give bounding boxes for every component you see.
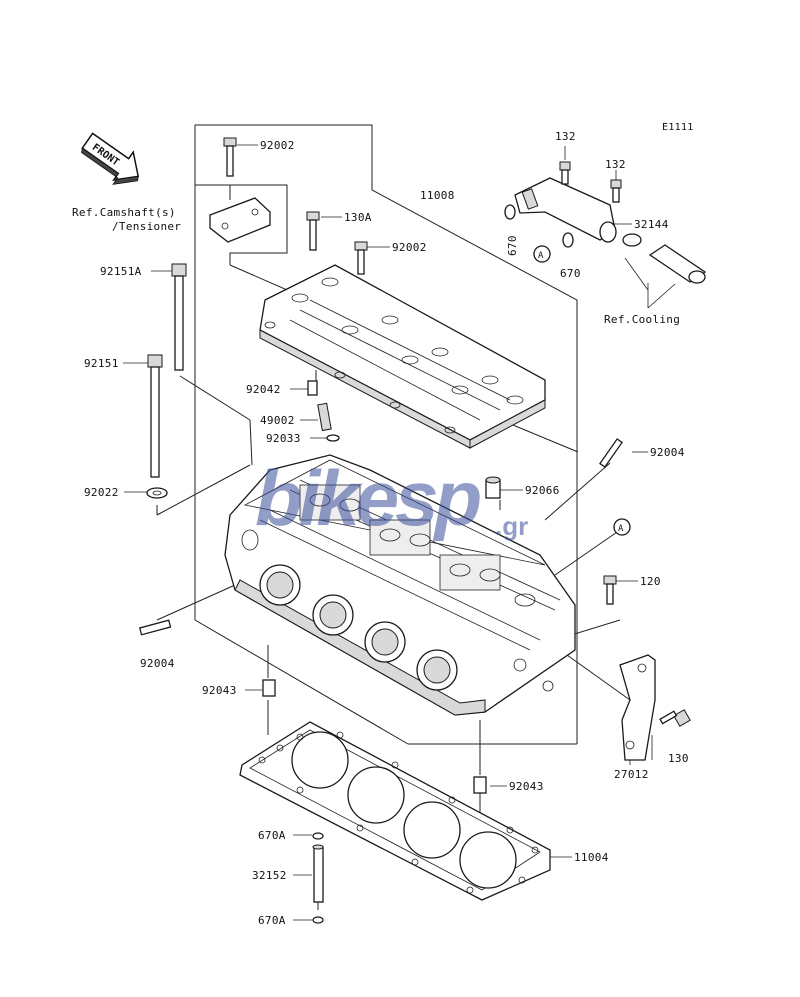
dowel-92042: [307, 380, 318, 396]
dowel-92043-right: [473, 776, 487, 794]
front-arrow-icon: FRONT: [81, 132, 140, 185]
label-92043-left: 92043: [202, 684, 237, 697]
plug-49002: [317, 402, 332, 432]
label-120: 120: [640, 575, 661, 588]
stud-92004-right: [599, 438, 623, 468]
bolt-130: [659, 709, 691, 727]
label-92042: 92042: [246, 383, 281, 396]
label-32152: 32152: [252, 869, 287, 882]
bolt-92002-mid: [354, 241, 368, 275]
oring-670-a: [504, 204, 516, 220]
label-130a: 130A: [344, 211, 372, 224]
bolt-132-a: [559, 161, 571, 185]
ref-camshaft: Ref.Camshaft(s): [72, 206, 176, 219]
bolt-130a: [306, 211, 320, 251]
bracket-27012: [619, 654, 656, 761]
label-670a-top: 670A: [258, 829, 286, 842]
stud-92004-left: [138, 619, 172, 636]
cylinder-head: [224, 454, 576, 716]
oring-670a-top: [312, 832, 324, 840]
exhaust-ports: [259, 564, 458, 691]
label-130: 130: [668, 752, 689, 765]
marker-a-upper-label: A: [538, 251, 544, 261]
head-gasket-11004: [239, 721, 551, 901]
stud-92151: [147, 354, 163, 478]
part-labels: 92002 11008 132 132 32144 670 670 130A 9…: [84, 130, 689, 927]
ref-tensioner: /Tensioner: [112, 220, 181, 233]
label-11004: 11004: [574, 851, 609, 864]
water-fitting-32144: [514, 177, 642, 247]
dowel-92043-left: [262, 679, 276, 697]
washer-92022: [146, 487, 168, 499]
camshaft-tensioner-bracket: [209, 197, 271, 243]
label-670-a: 670: [506, 235, 519, 256]
label-132-a: 132: [555, 130, 576, 143]
label-92043-right: 92043: [509, 780, 544, 793]
label-92151a: 92151A: [100, 265, 142, 278]
label-132-b: 132: [605, 158, 626, 171]
cooling-hose: [648, 244, 707, 284]
label-92066: 92066: [525, 484, 560, 497]
bolt-120: [603, 575, 617, 605]
label-27012: 27012: [614, 768, 649, 781]
label-11008: 11008: [420, 189, 455, 202]
label-92002-mid: 92002: [392, 241, 427, 254]
label-92033: 92033: [266, 432, 301, 445]
label-92022: 92022: [84, 486, 119, 499]
stud-92151a: [171, 263, 187, 371]
label-49002: 49002: [260, 414, 295, 427]
marker-a-upper: A: [533, 245, 551, 263]
leader-lines: [123, 144, 676, 921]
sleeve-92066: [485, 476, 501, 499]
watermark: bikesp .gr: [255, 454, 528, 542]
label-32144: 32144: [634, 218, 669, 231]
marker-a-lower-label: A: [618, 524, 624, 534]
ref-cooling: Ref.Cooling: [604, 313, 680, 326]
label-670a-bottom: 670A: [258, 914, 286, 927]
oring-670-b: [562, 232, 574, 248]
diagram-code: E1111: [662, 122, 694, 133]
marker-a-lower: A: [613, 518, 631, 536]
label-92004-right: 92004: [650, 446, 685, 459]
label-92004-left: 92004: [140, 657, 175, 670]
watermark-domain: .gr: [495, 511, 528, 541]
label-92151: 92151: [84, 357, 119, 370]
pipe-32152: [312, 844, 324, 903]
label-92002-top: 92002: [260, 139, 295, 152]
oring-92033: [326, 434, 340, 442]
bolt-132-b: [610, 179, 622, 203]
watermark-text: bikesp: [255, 454, 480, 542]
camshaft-holder: [259, 264, 546, 449]
label-670-b: 670: [560, 267, 581, 280]
bolt-92002-top: [223, 137, 237, 177]
oring-670a-bottom: [312, 916, 324, 924]
